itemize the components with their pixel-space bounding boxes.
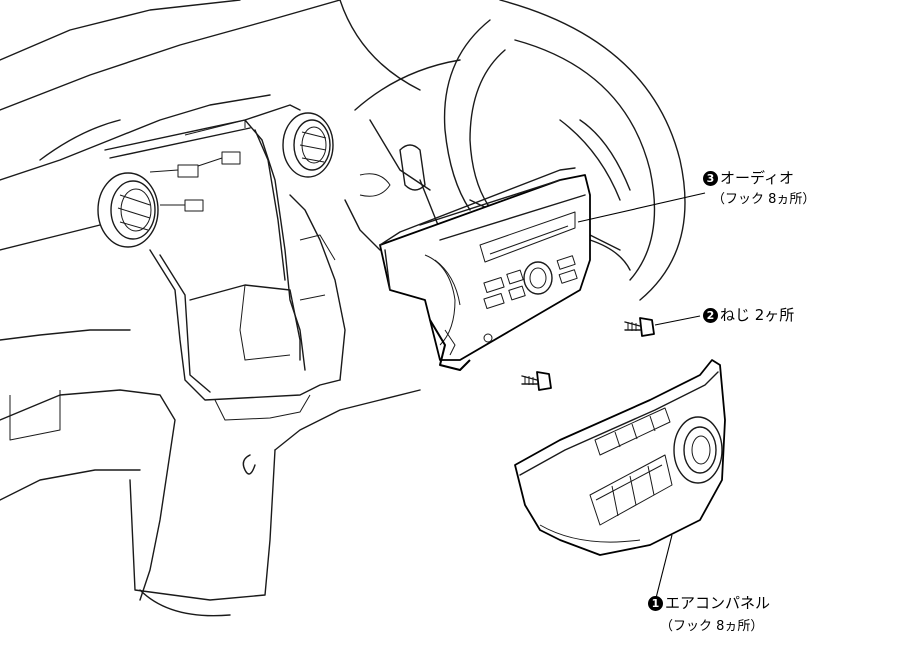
callout-number-badge: 1 xyxy=(648,596,663,611)
center-air-vent xyxy=(282,112,334,178)
callout-label: エアコンパネル xyxy=(665,594,771,612)
callout-number-badge: 2 xyxy=(703,308,718,323)
callout-audio-detail: （フック 8ヵ所） xyxy=(712,192,816,207)
callout-ac-panel-detail: （フック 8ヵ所） xyxy=(660,619,764,634)
leader-ac-panel xyxy=(654,534,673,603)
screw-right xyxy=(624,317,655,337)
callout-label: ねじ 2ヶ所 xyxy=(720,306,795,324)
leader-audio xyxy=(577,192,706,223)
wiring-connectors xyxy=(149,151,241,212)
callout-label: オーディオ xyxy=(720,169,794,187)
center-cavity xyxy=(104,104,346,421)
audio-unit xyxy=(379,167,591,371)
screw-left xyxy=(521,371,552,391)
callout-number-badge: 3 xyxy=(703,171,718,186)
dashboard-outline xyxy=(0,0,421,617)
leader-screw xyxy=(654,315,701,326)
left-air-vent xyxy=(97,172,159,248)
ac-panel xyxy=(514,359,726,556)
